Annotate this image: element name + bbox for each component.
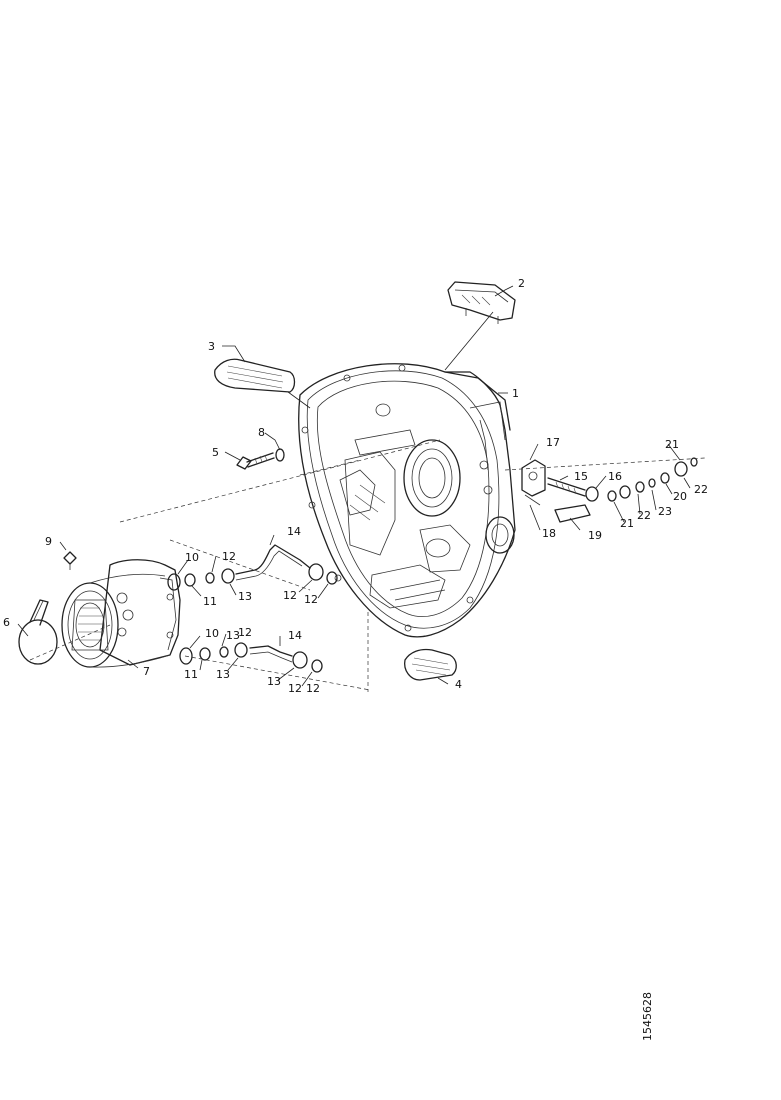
- bell-cover-part: [61, 559, 181, 668]
- bolt-9-part: [63, 551, 77, 570]
- callout-12-c: 12: [304, 593, 318, 606]
- right-fitting-set: [521, 457, 698, 523]
- leader-lines: [17, 285, 691, 687]
- callout-1: 1: [512, 387, 519, 400]
- callout-2: 2: [518, 277, 525, 290]
- callout-3: 3: [208, 340, 215, 353]
- callout-21-a: 21: [665, 438, 679, 451]
- housing-part: [298, 363, 516, 638]
- callout-15: 15: [574, 470, 588, 483]
- clamp-ring-part: [18, 599, 58, 665]
- callout-22-b: 22: [637, 509, 651, 522]
- callout-12-b: 12: [283, 589, 297, 602]
- callout-23: 23: [658, 505, 672, 518]
- callout-12-e: 12: [288, 682, 302, 695]
- callout-20: 20: [673, 490, 687, 503]
- callout-5: 5: [212, 446, 219, 459]
- callout-12-d: 12: [238, 626, 252, 639]
- callout-19: 19: [588, 529, 602, 542]
- callout-22-a: 22: [694, 483, 708, 496]
- callout-17: 17: [546, 436, 560, 449]
- callout-13-b: 13: [216, 668, 230, 681]
- center-lines: [29, 439, 706, 692]
- callout-12-f: 12: [306, 682, 320, 695]
- callout-7: 7: [143, 665, 150, 678]
- callout-11-upper: 11: [203, 595, 217, 608]
- top-cover-part: [447, 281, 516, 324]
- lower-cover-part: [404, 648, 457, 681]
- callout-13-d: 13: [226, 629, 240, 642]
- side-cover-part: [214, 358, 296, 393]
- callout-10-lower: 10: [205, 627, 219, 640]
- callout-16: 16: [608, 470, 622, 483]
- callout-14-lower: 14: [288, 629, 302, 642]
- callout-18: 18: [542, 527, 556, 540]
- lower-fitting-set: [179, 642, 323, 673]
- callout-14-upper: 14: [287, 525, 301, 538]
- drawing-number: 1545628: [641, 985, 681, 1045]
- callout-9: 9: [45, 535, 52, 548]
- callout-12-a: 12: [222, 550, 236, 563]
- bolt-part: [236, 448, 285, 470]
- callout-10-upper: 10: [185, 551, 199, 564]
- callout-4: 4: [455, 678, 462, 691]
- callout-6: 6: [3, 616, 10, 629]
- callout-21-b: 21: [620, 517, 634, 530]
- callout-8: 8: [258, 426, 265, 439]
- upper-fitting-set: [167, 544, 338, 591]
- callout-13-a: 13: [238, 590, 252, 603]
- callout-13-c: 13: [267, 675, 281, 688]
- callout-11-lower: 11: [184, 668, 198, 681]
- drawing-number-text: 1545628: [641, 992, 654, 1041]
- callout-labels: 1 2 3 4 5 6 7 8 9 10 10 11 11 12 12 12 1…: [3, 277, 708, 695]
